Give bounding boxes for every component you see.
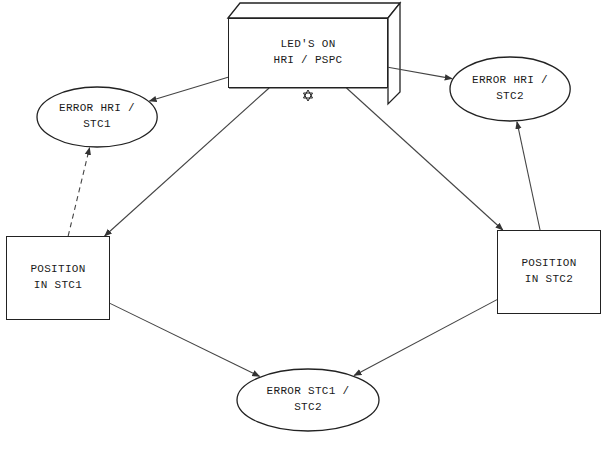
connector-arrow: [388, 67, 452, 78]
position-box: POSITION IN STC1: [6, 236, 110, 320]
connector-arrow: [149, 77, 228, 101]
node-label: ERROR HRI / STC2: [472, 73, 548, 105]
ellipse-outline: [449, 56, 571, 122]
connector-arrow: [110, 303, 260, 376]
node-label: POSITION IN STC1: [23, 262, 93, 294]
node-label: ERROR STC1 / STC2: [265, 384, 351, 416]
node-label: ERROR HRI / STC1: [59, 101, 135, 133]
error-ellipse: ERROR HRI / STC2: [449, 56, 571, 122]
connector-arrow: [517, 122, 540, 230]
position-box: POSITION IN STC2: [497, 230, 601, 314]
ellipse-outline: [236, 368, 380, 432]
node-label: LED'S ON HRI / PSPC: [273, 37, 343, 69]
led-box: LED'S ON HRI / PSPC: [228, 18, 388, 88]
star-symbol: [304, 90, 313, 101]
box-side-face: [388, 3, 400, 104]
node-label: POSITION IN STC2: [514, 256, 584, 288]
box-top-face: [228, 3, 400, 18]
error-ellipse: ERROR STC1 / STC2: [236, 368, 380, 432]
connector-arrow: [68, 148, 89, 236]
connector-arrow: [354, 300, 497, 376]
error-ellipse: ERROR HRI / STC1: [36, 86, 158, 148]
ellipse-outline: [36, 86, 158, 148]
